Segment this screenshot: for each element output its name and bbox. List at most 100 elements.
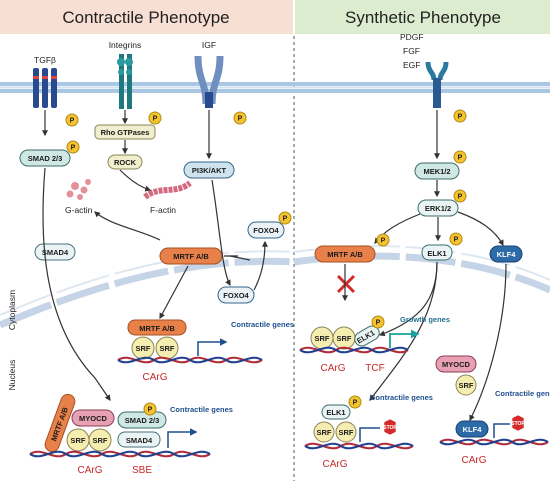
foxo4-cyto-label: FOXO4 (253, 226, 279, 235)
arrow (94, 211, 161, 241)
svg-text:P: P (458, 155, 463, 162)
phospho-badge: P (453, 109, 467, 123)
svg-text:P: P (153, 116, 158, 123)
svg-text:P: P (458, 114, 463, 121)
smad23-label: SMAD 2/3 (28, 154, 63, 163)
phospho-badge: P (348, 395, 362, 409)
transcription-arrow (167, 428, 198, 448)
inhibition-line (229, 255, 251, 261)
transcription-arrow (197, 338, 228, 356)
srf-node (455, 374, 477, 396)
smad23-nuc-node (117, 411, 167, 429)
srf-label: SRF (93, 436, 108, 445)
cytoplasm-label: Cytoplasm (7, 290, 17, 330)
carg-label: CArG (462, 455, 487, 466)
rtk-receptor-icon (425, 61, 449, 108)
rho-gtpases-node (94, 124, 156, 140)
dna-strand (117, 356, 263, 364)
dna-strand (299, 346, 409, 354)
foxo4-nuc-label: FOXO4 (223, 291, 249, 300)
srf-label: SRF (71, 436, 86, 445)
mrtf-label: MRTF A/B (173, 252, 209, 261)
erk-label: ERK1/2 (425, 204, 451, 213)
svg-text:P: P (148, 407, 153, 414)
carg-label: CArG (323, 459, 348, 470)
elk1-label: ELK1 (427, 249, 446, 258)
rho-gtpases-label: Rho GTPases (101, 128, 150, 137)
g-actin-label: G-actin (65, 205, 93, 215)
elk1-b-label: ELK1 (326, 408, 345, 417)
contractile-genes-a-label: Contractile genes (370, 393, 433, 402)
mek-label: MEK1/2 (423, 167, 450, 176)
blocked-x-icon (336, 274, 356, 294)
svg-text:P: P (283, 216, 288, 223)
phospho-badge: P (453, 189, 467, 203)
mek-node (414, 162, 460, 180)
smad4-nuc-node (117, 431, 161, 448)
elk1-b-node (321, 404, 351, 420)
foxo4-nuc-node (217, 286, 255, 304)
transcription-arrow (493, 423, 510, 438)
svg-text:P: P (458, 194, 463, 201)
phospho-badge: P (66, 140, 80, 154)
srf-node (88, 428, 112, 452)
smad4-label: SMAD4 (42, 248, 69, 257)
header-left-title: Contractile Phenotype (62, 8, 229, 27)
tgfb-label: TGFβ (34, 55, 56, 65)
dna-strand (29, 450, 211, 458)
klf4-nuc-node (455, 420, 489, 438)
srf-label: SRF (315, 334, 330, 343)
sbe-label: SBE (132, 465, 152, 476)
phospho-badge: P (143, 402, 157, 416)
f-actin-label: F-actin (150, 205, 176, 215)
mrtf-right-node (314, 245, 376, 263)
foxo4-cyto-node (247, 221, 285, 239)
phospho-badge: P (371, 315, 385, 329)
klf4-nuc-label: KLF4 (463, 425, 483, 434)
srf-label: SRF (136, 344, 151, 353)
arrow (42, 167, 111, 401)
integrin-receptor-icon (117, 54, 133, 109)
header-left-bg (0, 0, 293, 34)
myocd-right-label: MYOCD (442, 360, 471, 369)
header-right-title: Synthetic Phenotype (345, 8, 501, 27)
myocd-right-node (435, 355, 477, 373)
svg-text:P: P (353, 400, 358, 407)
smad4-nuc-label: SMAD4 (126, 436, 153, 445)
nuclear-membrane-left (0, 250, 295, 329)
phospho-badge: P (453, 150, 467, 164)
srf-node (335, 421, 357, 443)
nuc-mrtf-node (127, 319, 187, 336)
header-right-bg (295, 0, 550, 34)
svg-text:P: P (71, 145, 76, 152)
phospho-badge: P (233, 111, 247, 125)
myocd-label: MYOCD (79, 414, 108, 423)
phospho-badge: P (278, 211, 292, 225)
rock-node (107, 154, 143, 170)
svg-text:P: P (70, 118, 75, 125)
pi3k-akt-node (183, 161, 235, 179)
tgfb-receptor-icon (33, 68, 57, 108)
carg-label: CArG (321, 363, 346, 374)
contractile-genes-1-label: Contractile genes (231, 320, 294, 329)
srf-node (313, 421, 335, 443)
fgf-label: FGF (403, 46, 420, 56)
pdgf-label: PDGF (400, 32, 424, 42)
pi3k-akt-label: PI3K/AKT (192, 166, 227, 175)
igf-label: IGF (202, 40, 216, 50)
elk1-node (421, 244, 453, 261)
svg-text:P: P (238, 116, 243, 123)
arrow (369, 261, 438, 401)
carg-label: CArG (143, 372, 168, 383)
phospho-badge: P (376, 233, 390, 247)
contractile-genes-b-label: Contractile genes (495, 389, 550, 398)
nuc-mrtf-label: MRTF A/B (139, 324, 175, 333)
klf4-label: KLF4 (497, 250, 517, 259)
phospho-badge: P (449, 232, 463, 246)
integrins-label: Integrins (109, 40, 142, 50)
srf-label: SRF (339, 428, 354, 437)
arrow (119, 169, 152, 192)
smad23-nuc-label: SMAD 2/3 (125, 416, 160, 425)
